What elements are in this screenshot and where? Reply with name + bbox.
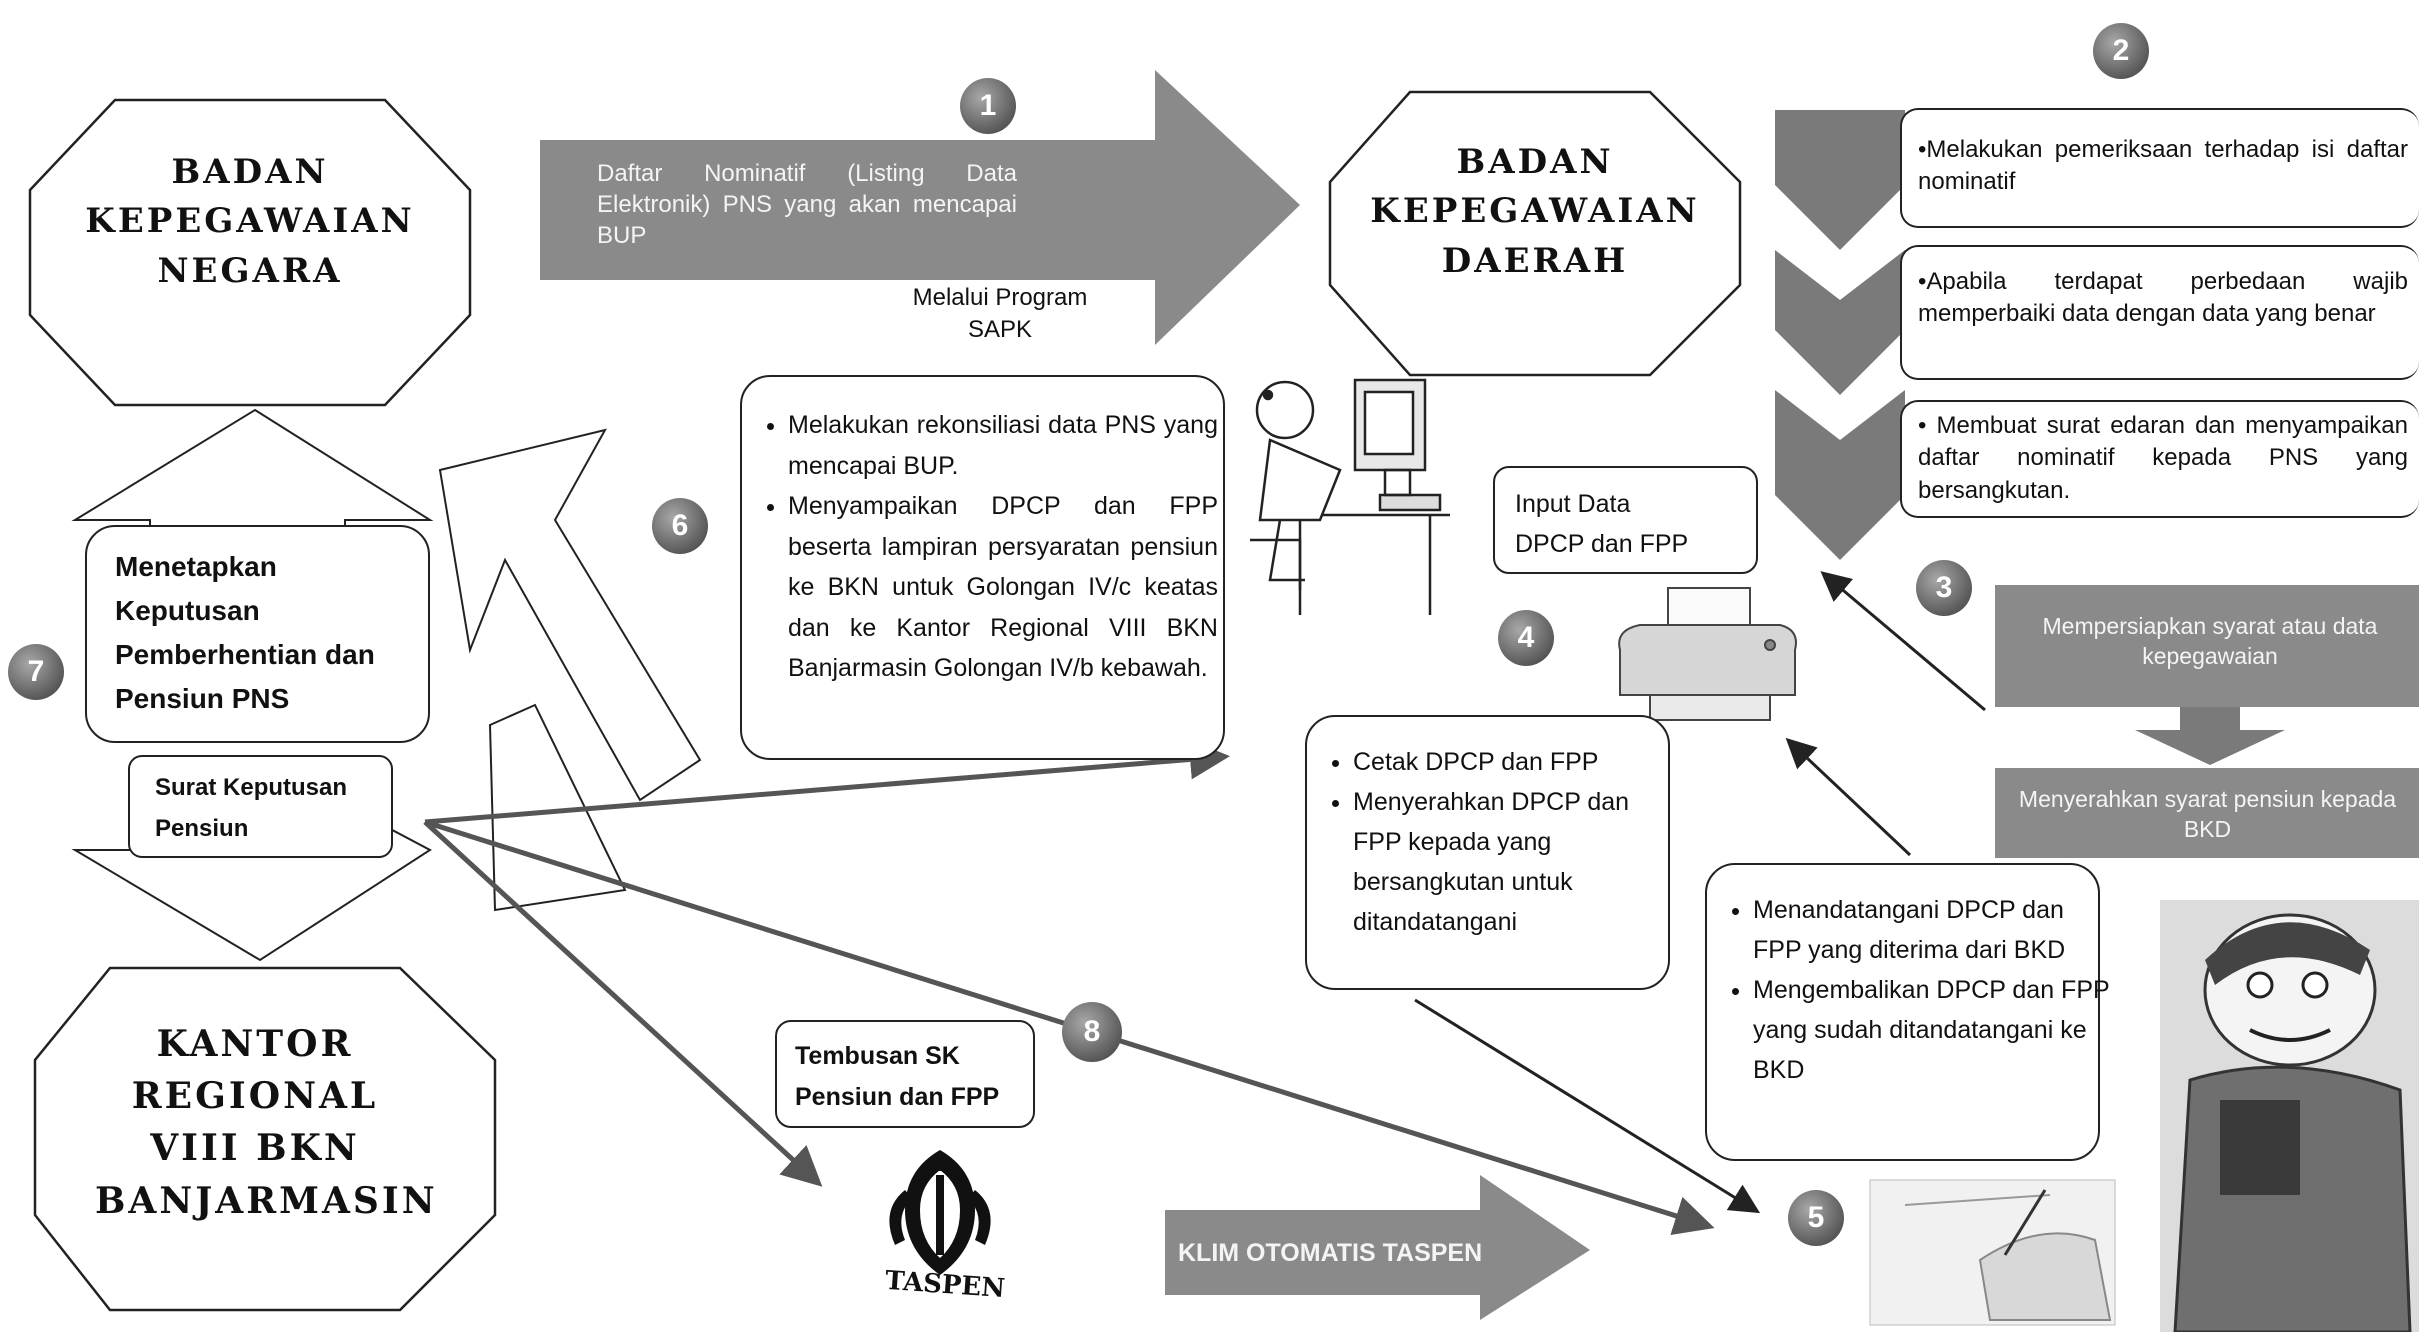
bkd-octagon — [1328, 90, 1742, 377]
step4-print-box — [1305, 715, 1670, 990]
step4-item-2: Menyerahkan DPCP dan FPP kepada yang ber… — [1353, 782, 1683, 942]
bkd-title: BADAN KEPEGAWAIAN DAERAH — [1370, 142, 1700, 281]
step7-sk-box — [128, 755, 393, 858]
step6-list: Melakukan rekonsiliasi data PNS yang men… — [760, 405, 1218, 689]
hand-signing-illustration — [1869, 1179, 2116, 1326]
step8-tembusan-box — [775, 1020, 1035, 1128]
computer-user-illustration — [1250, 378, 1450, 615]
step2-chevron-3 — [1775, 390, 1905, 560]
kanreg-title: KANTOR REGIONAL VIII BKN BANJARMASIN — [95, 1023, 438, 1222]
step3-box-submit — [1995, 768, 2419, 858]
step4-input-label: Input Data DPCP dan FPP — [1515, 490, 1689, 558]
connector-sk-to-taspen — [423, 820, 823, 1187]
step8-tembusan-text: Tembusan SK Pensiun dan FPP — [795, 1042, 1000, 1112]
connector-sk-to-step6 — [424, 739, 1230, 825]
badge-step-7: 7 — [8, 644, 64, 700]
badge-step-6: 6 — [652, 498, 708, 554]
step4-input-box — [1493, 466, 1758, 574]
kanreg-octagon — [33, 966, 497, 1312]
step7-decision-text: Menetapkan Keputusan Pemberhentian dan P… — [115, 551, 375, 714]
step4-item-1: Cetak DPCP dan FPP — [1353, 742, 1683, 782]
step5-item-1: Menandatangani DPCP dan FPP yang diterim… — [1753, 890, 2113, 970]
arrow-chevron-to-bkd — [1820, 571, 1986, 712]
step2-item-box-3 — [1900, 400, 2419, 518]
badge-step-3: 3 — [1916, 560, 1972, 616]
bkn-octagon — [28, 98, 472, 407]
badge-step-1: 1 — [960, 78, 1016, 134]
step1-note: Melalui Program SAPK — [912, 284, 1088, 344]
step2-chevron-2 — [1775, 250, 1905, 395]
step3-prepare-text: Mempersiapkan syarat atau data kepegawai… — [2042, 613, 2378, 669]
step2-chevron-1 — [1775, 110, 1905, 250]
klim-taspen-arrow — [1165, 1175, 1590, 1320]
step7-sk-text: Surat Keputusan Pensiun — [155, 774, 348, 842]
step3-box-prepare — [1995, 585, 2419, 707]
step5-list: Menandatangani DPCP dan FPP yang diterim… — [1725, 890, 2113, 1090]
arrow-cetak-to-sign — [1414, 998, 1761, 1214]
klim-taspen-text: KLIM OTOMATIS TASPEN — [1178, 1239, 1483, 1267]
badge-step-5: 5 — [1788, 1190, 1844, 1246]
step3-down-arrow — [2135, 707, 2285, 765]
step2-item-box-2 — [1900, 245, 2419, 380]
step3-submit-text: Menyerahkan syarat pensiun kepada BKD — [2018, 786, 2397, 842]
step2-item-2: •Apabila terdapat perbedaan wajib memper… — [1918, 268, 2408, 328]
step6-lower-arrow — [488, 703, 627, 912]
step7-decision-box — [85, 525, 430, 743]
badge-step-4: 4 — [1498, 610, 1554, 666]
badge-step-2: 2 — [2093, 23, 2149, 79]
step5-box — [1705, 863, 2100, 1161]
taspen-logo — [889, 1150, 991, 1275]
bkn-title: BADAN KEPEGAWAIAN NEGARA — [85, 152, 415, 291]
cartoon-pns-illustration — [2160, 900, 2419, 1332]
printer-illustration — [1618, 587, 1797, 721]
step2-item-3: • Membuat surat edaran dan menyampaikan … — [1918, 412, 2408, 504]
step1-arrow-text: Daftar Nominatif (Listing Data Elektroni… — [597, 160, 1017, 250]
badge-step-8: 8 — [1062, 1002, 1122, 1062]
step6-box — [740, 375, 1225, 760]
step4-print-list: Cetak DPCP dan FPP Menyerahkan DPCP dan … — [1325, 742, 1683, 942]
step6-item-2: Menyampaikan DPCP dan FPP beserta lampir… — [788, 486, 1218, 689]
arrow-sign-to-printer — [1785, 737, 1912, 857]
step1-big-arrow — [540, 70, 1300, 345]
step6-item-1: Melakukan rekonsiliasi data PNS yang men… — [788, 405, 1218, 486]
step2-item-1: •Melakukan pemeriksaan terhadap isi daft… — [1918, 136, 2408, 196]
step5-item-2: Mengembalikan DPCP dan FPP yang sudah di… — [1753, 970, 2113, 1090]
step2-item-box-1 — [1900, 108, 2419, 228]
step6-diagonal-arrow — [438, 428, 702, 802]
